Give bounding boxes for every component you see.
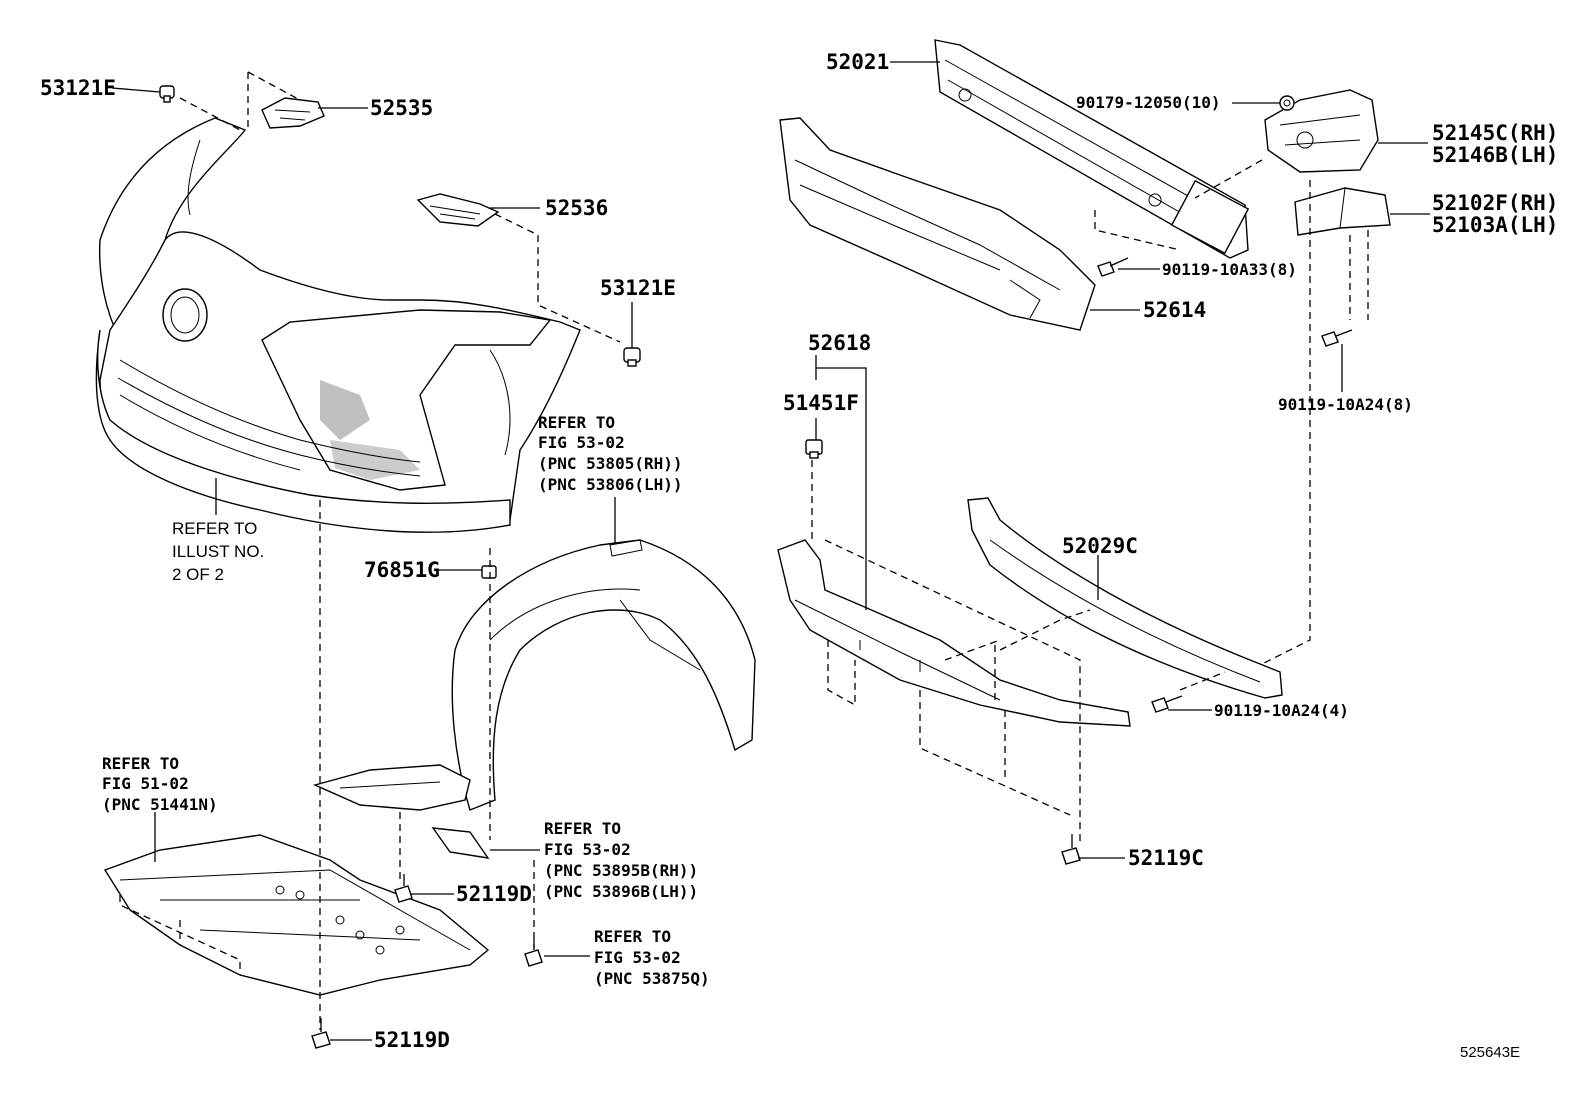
note-line: REFER TO — [538, 413, 615, 432]
fender-liner-lower[interactable] — [312, 764, 471, 811]
callout-52021: 52021 — [826, 50, 889, 74]
note-fig5302-screw: REFER TO FIG 53-02 (PNC 53875Q) — [594, 927, 710, 988]
callout-52614: 52614 — [1143, 298, 1206, 322]
lower-spoiler-52618[interactable] — [777, 539, 1131, 727]
note-line: (PNC 53895B(RH)) — [544, 861, 698, 880]
callout-76851g: 76851G — [364, 558, 440, 582]
bolt-90119-10a24-4[interactable] — [1151, 695, 1183, 713]
leader-lines — [111, 61, 1430, 1041]
grille-insert-52536[interactable] — [416, 193, 500, 227]
grille-insert-52535[interactable] — [261, 97, 325, 129]
extension-bracket-52145c[interactable] — [1264, 89, 1379, 173]
callout-53121e-right: 53121E — [600, 276, 676, 300]
note-fig5302-seal: REFER TO FIG 53-02 (PNC 53895B(RH)) (PNC… — [544, 819, 698, 901]
clip-76851g[interactable] — [481, 565, 497, 579]
note-illust: REFER TO ILLUST NO. 2 OF 2 — [172, 519, 264, 584]
note-line: FIG 51-02 — [102, 774, 189, 793]
callout-90119-10a33: 90119-10A33(8) — [1162, 260, 1297, 279]
note-line: FIG 53-02 — [544, 840, 631, 859]
callout-90119-10a24-4: 90119-10A24(4) — [1214, 701, 1349, 720]
callout-52119d-mid: 52119D — [456, 882, 532, 906]
callout-52146b: 52146B(LH) — [1432, 143, 1558, 167]
note-line: (PNC 53806(LH)) — [538, 475, 683, 494]
callout-52535: 52535 — [370, 96, 433, 120]
callout-52119d-bottom: 52119D — [374, 1028, 450, 1052]
nut-90179-12050[interactable] — [1279, 95, 1295, 111]
callout-90119-10a24-8: 90119-10A24(8) — [1278, 395, 1413, 414]
engine-under-cover[interactable] — [103, 834, 490, 996]
callout-52618: 52618 — [808, 331, 871, 355]
seal-53895b[interactable] — [431, 827, 490, 859]
screw-52119d-bottom[interactable] — [311, 1018, 331, 1049]
callout-53121e-upper: 53121E — [40, 76, 116, 100]
bolt-90119-10a24-8[interactable] — [1321, 329, 1353, 347]
note-line: (PNC 53805(RH)) — [538, 454, 683, 473]
note-line: REFER TO — [172, 519, 257, 538]
screw-52119d-mid[interactable] — [394, 874, 413, 903]
callout-52103a: 52103A(LH) — [1432, 213, 1558, 237]
callout-51451f: 51451F — [783, 391, 859, 415]
figure-code: 525643E — [1460, 1044, 1520, 1061]
note-line: REFER TO — [102, 754, 179, 773]
note-line: (PNC 51441N) — [102, 795, 218, 814]
note-line: 2 OF 2 — [172, 565, 224, 584]
callout-52029c: 52029C — [1062, 534, 1138, 558]
callout-labels: 53121E 52535 52536 53121E 52021 90179-12… — [40, 50, 1558, 1052]
energy-absorber-52614[interactable] — [779, 117, 1096, 331]
bolt-52119c[interactable] — [1061, 834, 1081, 865]
callout-52145c: 52145C(RH) — [1432, 121, 1558, 145]
front-bumper-cover[interactable] — [95, 117, 581, 533]
note-line: FIG 53-02 — [594, 948, 681, 967]
callout-52119c: 52119C — [1128, 846, 1204, 870]
note-line: (PNC 53896B(LH)) — [544, 882, 698, 901]
callout-52536: 52536 — [545, 196, 608, 220]
clip-53121e-right[interactable] — [623, 347, 641, 367]
callout-52102f: 52102F(RH) — [1432, 191, 1558, 215]
clip-51451f[interactable] — [805, 439, 823, 459]
note-line: FIG 53-02 — [538, 433, 625, 452]
fender-liner[interactable] — [451, 539, 756, 811]
note-fig5302-fender: REFER TO FIG 53-02 (PNC 53805(RH)) (PNC … — [538, 413, 683, 494]
note-line: ILLUST NO. — [172, 542, 264, 561]
clip-53121e-upper[interactable] — [159, 85, 175, 103]
note-line: REFER TO — [594, 927, 671, 946]
note-line: (PNC 53875Q) — [594, 969, 710, 988]
bracket-52102f[interactable] — [1294, 187, 1391, 236]
callout-90179-12050: 90179-12050(10) — [1076, 93, 1221, 112]
assembly-lines — [119, 71, 1369, 1030]
bolt-90119-10a33[interactable] — [1097, 257, 1129, 277]
screw-53875q[interactable] — [524, 938, 543, 967]
note-line: REFER TO — [544, 819, 621, 838]
lower-reinforcement-52029c[interactable] — [967, 497, 1283, 699]
note-fig5102: REFER TO FIG 51-02 (PNC 51441N) — [102, 754, 218, 814]
bumper-reinforcement-52021[interactable] — [934, 39, 1250, 259]
